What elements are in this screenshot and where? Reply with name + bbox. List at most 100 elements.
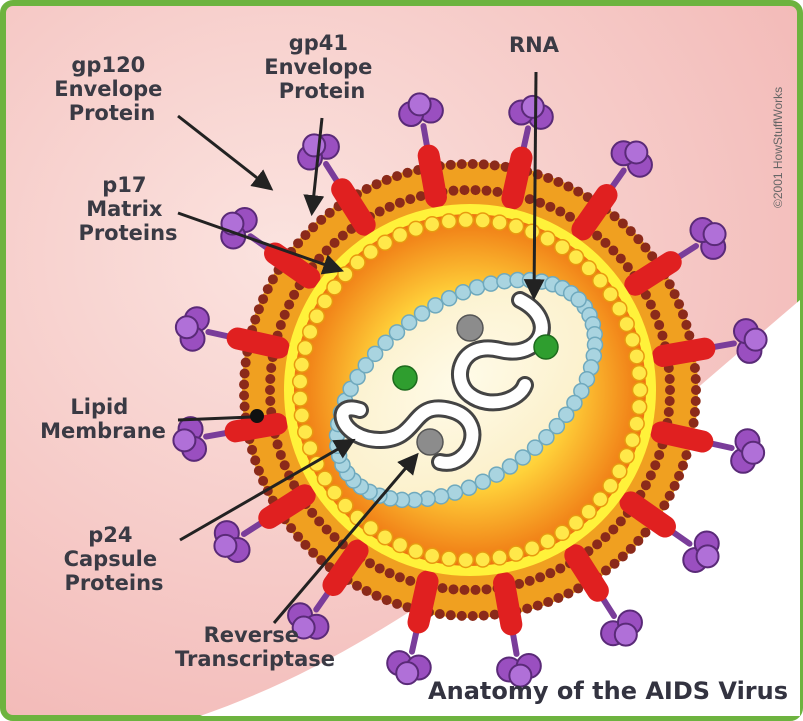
lipid-bead xyxy=(438,583,448,593)
lipid-bead xyxy=(241,358,251,368)
lipid-bead xyxy=(273,439,283,449)
lipid-bead xyxy=(525,576,535,586)
lipid-bead xyxy=(490,160,500,170)
lipid-bead xyxy=(392,599,402,609)
p17-matrix-protein xyxy=(303,441,318,456)
lipid-bead xyxy=(240,369,250,379)
lipid-bead xyxy=(403,168,413,178)
lipid-bead xyxy=(280,460,290,470)
lipid-bead xyxy=(265,385,275,395)
lipid-bead xyxy=(365,558,375,568)
p17-matrix-protein xyxy=(632,399,647,414)
lipid-bead xyxy=(276,320,286,330)
p17-matrix-protein xyxy=(581,261,596,276)
p17-matrix-protein xyxy=(408,221,423,236)
label-rt-line1: Reverse xyxy=(204,623,299,647)
label-p17-line3: Proteins xyxy=(78,221,177,245)
p24-capsid-protein xyxy=(528,440,543,455)
p17-matrix-protein xyxy=(393,228,408,243)
p17-matrix-protein xyxy=(294,357,309,372)
lipid-bead xyxy=(650,310,660,320)
label-rna-line1: RNA xyxy=(509,33,560,57)
label-rna: RNA xyxy=(509,33,560,57)
lipid-bead xyxy=(674,299,684,309)
lipid-bead xyxy=(468,611,478,621)
lipid-bead xyxy=(670,289,680,299)
lipid-bead xyxy=(352,581,362,591)
p17-matrix-protein xyxy=(458,552,473,567)
p24-capsid-protein xyxy=(461,480,476,495)
lipid-bead xyxy=(618,551,628,561)
lipid-bead xyxy=(239,391,249,401)
label-p24-line3: Proteins xyxy=(64,571,163,595)
label-gp41-line1: gp41 xyxy=(289,31,348,55)
lipid-bead xyxy=(665,374,675,384)
lipid-bead xyxy=(308,548,318,558)
lipid-bead xyxy=(600,238,610,248)
p17-matrix-protein xyxy=(629,416,644,431)
lipid-bead xyxy=(665,396,675,406)
label-p17-line2: Matrix xyxy=(86,197,163,221)
p17-matrix-protein xyxy=(612,464,627,479)
p17-matrix-protein xyxy=(492,550,507,565)
lipid-bead xyxy=(623,262,633,272)
lipid-bead xyxy=(254,304,264,314)
lipid-bead xyxy=(338,231,348,241)
lipid-bead xyxy=(610,559,620,569)
lipid-bead xyxy=(459,585,469,595)
gp41-stem xyxy=(504,583,511,624)
lipid-bead xyxy=(592,539,602,549)
lipid-bead xyxy=(382,595,392,605)
lipid-bead xyxy=(650,460,660,470)
p17-matrix-protein xyxy=(293,374,308,389)
lipid-bead xyxy=(448,584,458,594)
p24-capsid-protein xyxy=(470,280,485,295)
p17-matrix-protein xyxy=(393,537,408,552)
p17-matrix-protein xyxy=(509,219,524,234)
p24-capsid-protein xyxy=(434,489,449,504)
p24-capsid-protein xyxy=(571,292,586,307)
lipid-bead xyxy=(280,310,290,320)
lipid-bead xyxy=(482,186,492,196)
lipid-bead xyxy=(641,480,651,490)
reverse-transcriptase-enzyme xyxy=(417,429,443,455)
label-p24-line2: Capsule xyxy=(64,547,158,571)
lipid-bead xyxy=(284,300,294,310)
p24-capsid-protein xyxy=(489,467,504,482)
lipid-bead xyxy=(608,246,618,256)
lipid-bead xyxy=(646,300,656,310)
lipid-bead xyxy=(362,184,372,194)
lipid-bead xyxy=(258,476,268,486)
lipid-bead xyxy=(405,194,415,204)
lipid-bead xyxy=(471,585,481,595)
lipid-bead xyxy=(300,230,310,240)
lipid-bead xyxy=(659,500,669,510)
lipid-bead xyxy=(250,315,260,325)
lipid-bead xyxy=(664,407,674,417)
lipid-bead xyxy=(601,566,611,576)
p17-matrix-protein xyxy=(568,250,583,265)
p17-matrix-protein xyxy=(327,280,342,295)
p17-matrix-protein xyxy=(327,485,342,500)
lipid-bead xyxy=(448,186,458,196)
lipid-bead xyxy=(239,379,249,389)
lipid-bead xyxy=(435,609,445,619)
lipid-bead xyxy=(254,466,264,476)
lipid-bead xyxy=(689,418,699,428)
lipid-bead xyxy=(258,294,268,304)
lipid-bead xyxy=(674,471,684,481)
lipid-bead xyxy=(459,185,469,195)
p17-matrix-protein xyxy=(555,240,570,255)
p17-matrix-protein xyxy=(632,366,647,381)
p17-matrix-protein xyxy=(378,530,393,545)
lipid-bead xyxy=(543,597,553,607)
diagram-title: Anatomy of the AIDS Virus xyxy=(428,677,788,705)
label-gp120-line1: gp120 xyxy=(71,53,145,77)
lipid-bead xyxy=(395,572,405,582)
p17-matrix-protein xyxy=(425,217,440,232)
p17-matrix-protein xyxy=(363,521,378,536)
lipid-bead xyxy=(678,461,688,471)
label-gp120: gp120 Envelope Protein xyxy=(54,53,169,125)
lipid-bead xyxy=(446,610,456,620)
